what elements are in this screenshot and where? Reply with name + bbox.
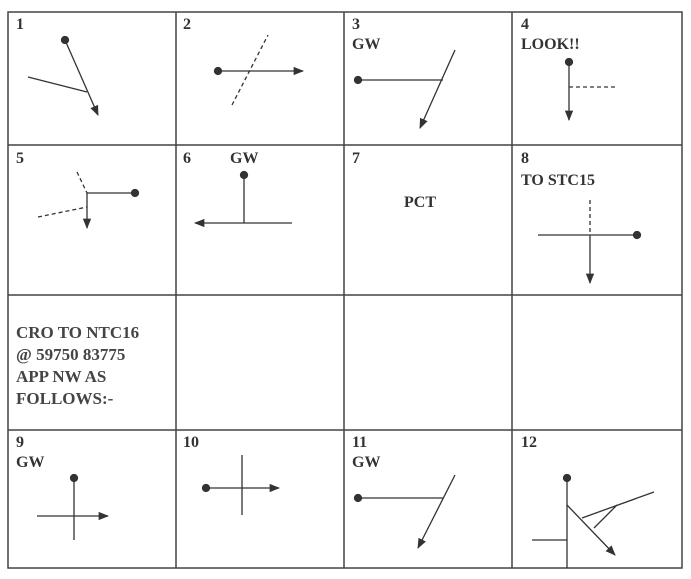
cell-number: 11 [352, 434, 368, 451]
cell-number: 9 [16, 434, 24, 451]
cell-number: 3 [352, 16, 360, 33]
instruction-text: CRO TO NTC16 @ 59750 83775 APP NW AS FOL… [16, 322, 139, 410]
cell-number: 2 [183, 16, 191, 33]
diagram-3 [353, 49, 456, 129]
cell-number: 6 [183, 150, 191, 167]
cell-label: GW [352, 454, 381, 471]
cell-label: LOOK!! [521, 36, 580, 53]
instruction-line: APP NW AS [16, 367, 107, 386]
cell-number: 12 [521, 434, 537, 451]
diagram-4 [564, 57, 616, 122]
diagram-5 [37, 171, 140, 230]
instruction-line: CRO TO NTC16 [16, 323, 140, 342]
cell-label: GW [230, 150, 259, 167]
cell-number: 1 [16, 16, 24, 33]
cell-label: TO STC15 [521, 172, 595, 189]
diagram-1 [27, 35, 99, 116]
cell-number: 5 [16, 150, 24, 167]
diagram-2 [213, 34, 305, 106]
cell-label: PCT [404, 194, 436, 211]
instruction-line: @ 59750 83775 [16, 345, 126, 364]
diagram-6 [193, 170, 292, 228]
cell-label: GW [352, 36, 381, 53]
cell-number: 8 [521, 150, 529, 167]
diagram-10 [201, 455, 281, 515]
diagram-12 [532, 473, 655, 568]
cell-number: 7 [352, 150, 360, 167]
cell-number: 4 [521, 16, 529, 33]
diagram-9 [37, 473, 110, 540]
cell-label: GW [16, 454, 45, 471]
diagram-11 [353, 474, 456, 549]
cell-number: 10 [183, 434, 199, 451]
diagram-8 [538, 200, 642, 285]
table-borders [7, 11, 683, 569]
instruction-line: FOLLOWS:- [16, 389, 114, 408]
